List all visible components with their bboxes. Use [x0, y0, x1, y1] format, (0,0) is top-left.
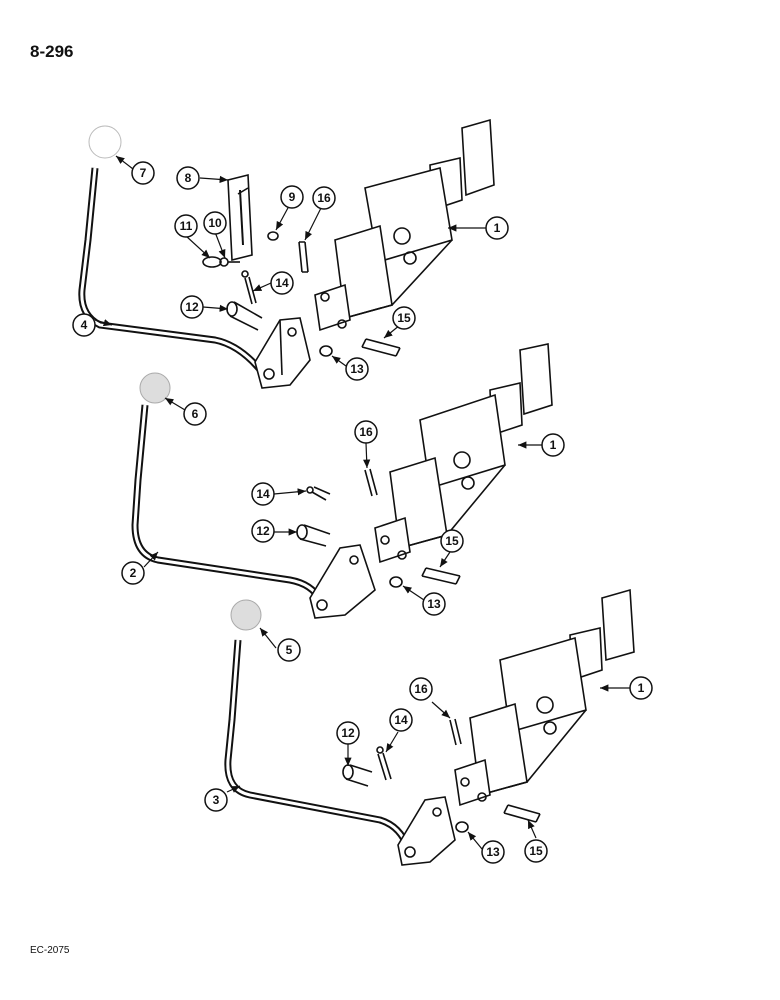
svg-text:6: 6: [192, 407, 199, 421]
knob-5: [230, 599, 262, 631]
page-number: 8-296: [30, 42, 74, 61]
svg-text:14: 14: [275, 276, 289, 290]
clevis-pin-12: [296, 524, 331, 547]
knob-6: [139, 372, 171, 404]
lever-bracket-top: [254, 317, 311, 389]
svg-text:15: 15: [397, 311, 411, 325]
cotter-pin-14: [377, 752, 392, 781]
svg-text:15: 15: [529, 844, 543, 858]
svg-text:12: 12: [341, 726, 355, 740]
knob-7: [88, 125, 122, 159]
control-valve-1: [374, 343, 553, 564]
svg-text:1: 1: [638, 681, 645, 695]
roll-pin-16: [449, 718, 462, 746]
callout-14: 14: [389, 708, 413, 732]
pin-15: [421, 567, 461, 585]
callout-12: 12: [251, 519, 275, 543]
lever-bracket-bottom: [397, 796, 456, 866]
pin-15: [361, 338, 401, 357]
callout-16: 16: [312, 186, 336, 210]
cotter-pin-14: [244, 276, 257, 305]
lever-bracket-middle: [309, 544, 376, 619]
clip-plate-8: [227, 173, 253, 262]
svg-text:12: 12: [256, 524, 270, 538]
callout-13: 13: [345, 357, 369, 381]
svg-text:1: 1: [550, 438, 557, 452]
svg-text:13: 13: [427, 597, 441, 611]
callout-10: 10: [203, 211, 227, 235]
svg-text:9: 9: [289, 190, 296, 204]
clevis-pin-12: [226, 301, 263, 331]
washer-13: [455, 821, 469, 833]
svg-text:4: 4: [81, 318, 88, 332]
callout-1: 1: [629, 676, 653, 700]
callout-7: 7: [131, 161, 155, 185]
callout-15: 15: [392, 306, 416, 330]
callout-9: 9: [280, 185, 304, 209]
callout-4: 4: [72, 313, 96, 337]
callout-16: 16: [409, 677, 433, 701]
valve-assembly-middle: [131, 343, 553, 619]
wing-nut-11: [202, 256, 229, 268]
svg-text:5: 5: [286, 643, 293, 657]
callout-6: 6: [183, 402, 207, 426]
cotter-pin-14: [311, 486, 331, 501]
svg-text:12: 12: [185, 300, 199, 314]
svg-text:13: 13: [350, 362, 364, 376]
callout-8: 8: [176, 166, 200, 190]
svg-text:10: 10: [208, 216, 222, 230]
washer-13: [389, 576, 403, 588]
callout-12: 12: [336, 721, 360, 745]
svg-text:2: 2: [130, 566, 137, 580]
svg-text:16: 16: [317, 191, 331, 205]
svg-text:16: 16: [359, 425, 373, 439]
lever-rod-3: [224, 639, 412, 850]
roll-pin-16: [364, 468, 378, 497]
control-valve-1: [454, 588, 635, 807]
callout-12: 12: [180, 295, 204, 319]
washer-13: [319, 345, 333, 357]
svg-text:13: 13: [486, 845, 500, 859]
valve-assembly-top: [78, 118, 495, 389]
washer-9: [267, 231, 279, 241]
svg-text:7: 7: [140, 166, 147, 180]
svg-text:16: 16: [414, 682, 428, 696]
svg-text:1: 1: [494, 221, 501, 235]
callout-1: 1: [485, 216, 509, 240]
callout-15: 15: [524, 839, 548, 863]
callout-13: 13: [481, 840, 505, 864]
callout-14: 14: [251, 482, 275, 506]
callout-1: 1: [541, 433, 565, 457]
document-code: EC-2075: [30, 945, 70, 956]
svg-text:14: 14: [256, 487, 270, 501]
callout-13: 13: [422, 592, 446, 616]
callout-16: 16: [354, 420, 378, 444]
clevis-pin-12: [342, 764, 373, 787]
svg-text:15: 15: [445, 534, 459, 548]
callout-11: 11: [174, 214, 198, 238]
roll-pin-16: [298, 241, 309, 273]
callout-14: 14: [270, 271, 294, 295]
callout-15: 15: [440, 529, 464, 553]
callout-3: 3: [204, 788, 228, 812]
pin-15: [503, 804, 541, 823]
svg-text:3: 3: [213, 793, 220, 807]
valve-assembly-bottom: [224, 588, 635, 866]
callout-5: 5: [277, 638, 301, 662]
svg-text:11: 11: [180, 219, 193, 233]
svg-text:8: 8: [185, 171, 192, 185]
callout-2: 2: [121, 561, 145, 585]
svg-text:14: 14: [394, 713, 408, 727]
control-valve-1: [314, 118, 495, 332]
